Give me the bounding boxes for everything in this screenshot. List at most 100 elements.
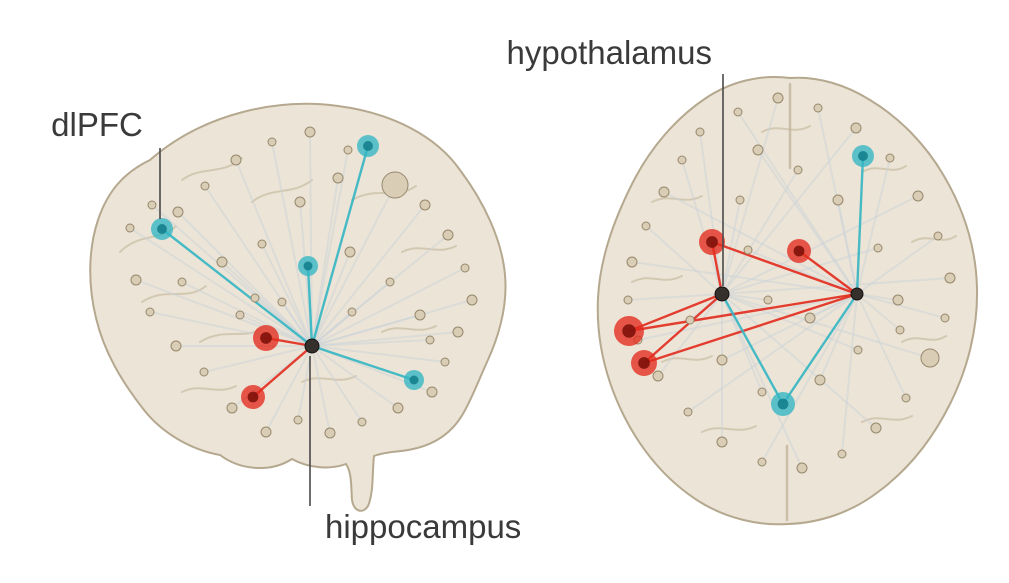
network-node bbox=[343, 145, 353, 155]
network-node bbox=[426, 386, 438, 398]
network-edge-cyan bbox=[311, 344, 415, 382]
network-edge-gray bbox=[311, 345, 331, 434]
network-edge-gray bbox=[837, 199, 858, 295]
network-edge-gray bbox=[235, 159, 313, 347]
network-node bbox=[452, 326, 464, 338]
network-edge-gray bbox=[281, 301, 313, 347]
network-edge-gray bbox=[721, 293, 859, 351]
network-node bbox=[772, 92, 784, 104]
network-node bbox=[912, 190, 924, 202]
network-edge-red bbox=[711, 240, 858, 296]
network-edge-gray bbox=[129, 227, 313, 347]
network-edge-red bbox=[798, 250, 858, 295]
network-node bbox=[837, 449, 847, 459]
network-node bbox=[733, 107, 743, 117]
network-edge-gray bbox=[841, 293, 858, 455]
network-edge-gray bbox=[261, 243, 313, 347]
network-node bbox=[695, 127, 705, 137]
network-edge-gray bbox=[721, 127, 857, 295]
sulcus-line bbox=[661, 355, 713, 363]
network-node bbox=[332, 172, 344, 184]
network-edge-gray bbox=[761, 293, 858, 463]
network-node bbox=[344, 246, 356, 258]
network-node bbox=[235, 310, 245, 320]
network-node bbox=[933, 231, 943, 241]
network-node bbox=[324, 427, 336, 439]
network-edge-gray bbox=[721, 293, 763, 393]
network-edge-gray bbox=[663, 191, 858, 295]
network-node bbox=[294, 196, 306, 208]
network-node bbox=[626, 256, 638, 268]
network-node-cyan-core bbox=[303, 261, 313, 271]
network-node bbox=[419, 199, 431, 211]
network-node bbox=[814, 374, 826, 386]
network-edge-gray bbox=[311, 311, 353, 347]
network-edge-gray bbox=[311, 267, 466, 347]
network-edge-gray bbox=[856, 157, 891, 295]
network-edge-gray bbox=[311, 345, 363, 423]
network-node-red-core bbox=[247, 391, 259, 403]
network-node bbox=[757, 387, 767, 397]
network-node bbox=[652, 370, 664, 382]
network-node-red-core bbox=[793, 245, 805, 257]
network-edge-gray bbox=[721, 293, 769, 301]
network-node bbox=[440, 357, 450, 367]
network-node bbox=[277, 297, 287, 307]
network-edge-red bbox=[643, 293, 723, 364]
label-dlpfc: dlPFC bbox=[51, 106, 143, 143]
network-node bbox=[460, 263, 470, 273]
network-node bbox=[293, 415, 303, 425]
network-node bbox=[873, 243, 883, 253]
network-edge-gray bbox=[757, 149, 858, 295]
network-node bbox=[743, 245, 753, 255]
network-edge-gray bbox=[721, 199, 741, 295]
network-node bbox=[885, 153, 895, 163]
network-node bbox=[752, 144, 764, 156]
network-edge-gray bbox=[265, 345, 313, 433]
axial-brain bbox=[596, 76, 979, 526]
sulcus-line bbox=[181, 385, 237, 393]
network-node bbox=[125, 223, 135, 233]
network-node-red-core bbox=[706, 236, 718, 248]
network-edge-gray bbox=[819, 293, 858, 381]
network-node bbox=[170, 340, 182, 352]
network-edge-gray bbox=[311, 339, 431, 347]
network-edge-red bbox=[628, 292, 723, 333]
network-node bbox=[147, 200, 157, 210]
network-edge-gray bbox=[856, 235, 939, 295]
sulcus-line bbox=[761, 125, 811, 133]
sulcus-line bbox=[381, 325, 437, 333]
network-node bbox=[250, 293, 260, 303]
network-edge-gray bbox=[631, 261, 858, 295]
network-node bbox=[901, 393, 911, 403]
network-node bbox=[940, 313, 950, 323]
network-edge-cyan bbox=[306, 265, 314, 347]
network-node bbox=[677, 155, 687, 165]
network-edge-gray bbox=[856, 293, 901, 331]
network-node bbox=[920, 348, 940, 368]
network-node bbox=[357, 417, 367, 427]
network-node-red-core bbox=[638, 357, 650, 369]
network-node bbox=[145, 307, 155, 317]
network-node bbox=[177, 277, 187, 287]
network-node bbox=[685, 315, 695, 325]
network-edge-cyan bbox=[310, 145, 370, 347]
network-node-red-core bbox=[622, 324, 636, 338]
network-edge-gray bbox=[311, 177, 339, 347]
network-node-cyan-core bbox=[777, 398, 789, 410]
network-edge-gray bbox=[721, 97, 779, 295]
network-edge-gray bbox=[681, 159, 723, 295]
network-node bbox=[804, 312, 816, 324]
network-node bbox=[683, 407, 693, 417]
network-node bbox=[623, 295, 633, 305]
network-hub-node bbox=[714, 286, 730, 302]
network-node bbox=[226, 402, 238, 414]
network-node bbox=[381, 171, 409, 199]
network-edge-cyan bbox=[720, 293, 785, 405]
sulcus-line bbox=[901, 335, 947, 343]
network-node bbox=[892, 294, 904, 306]
sulcus-line bbox=[861, 165, 907, 173]
network-edge-gray bbox=[809, 293, 858, 319]
